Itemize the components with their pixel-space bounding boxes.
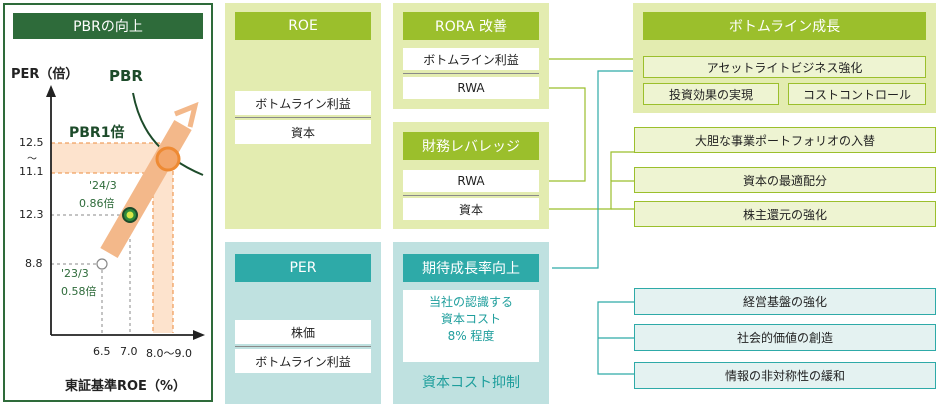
per-panel: PER 株価 ボトムライン利益 — [225, 242, 381, 404]
x-tick-6-5: 6.5 — [93, 345, 111, 358]
x-tick-7-0: 7.0 — [120, 345, 138, 358]
connector-capital-2 — [610, 151, 634, 181]
cost-text-2: 資本コスト — [440, 312, 501, 326]
pbr-curve — [132, 92, 204, 176]
cost-footer: 資本コスト抑制 — [422, 375, 520, 391]
growth-panel: 期待成長率向上 当社の認識する 資本コスト 8% 程度 資本コスト抑制 — [393, 242, 549, 404]
y-tick-12-5: 12.5 — [19, 136, 44, 149]
connector-growth — [552, 70, 643, 269]
pbr1-label: PBR1倍 — [69, 125, 125, 141]
point-2403-inner — [126, 211, 134, 219]
rora-fraction-line — [403, 73, 539, 74]
y-tick-11-1: 11.1 — [19, 165, 44, 178]
leverage-title: 財務レバレッジ — [403, 132, 539, 160]
cost-text-1: 当社の認識する — [428, 295, 513, 309]
chart-title: PBRの向上 — [13, 13, 203, 39]
rora-denominator: RWA — [403, 77, 539, 99]
point-2303 — [96, 258, 108, 270]
label-2403-value: 0.86倍 — [79, 197, 115, 210]
connector-capital — [540, 180, 634, 210]
leverage-fraction-line — [403, 195, 539, 196]
roe-denominator: 資本 — [235, 120, 371, 144]
pbr-chart-panel: PBRの向上 PER（ — [3, 3, 213, 402]
pbr-chart — [46, 85, 205, 340]
cost-control-item: コストコントロール — [788, 83, 926, 105]
label-2403-period: '24/3 — [89, 179, 117, 192]
growth-arrow-shaft — [100, 119, 192, 259]
roe-fraction-line — [235, 117, 371, 118]
rora-numerator: ボトムライン利益 — [403, 48, 539, 70]
y-axis-label: PER（倍） — [11, 67, 79, 82]
portfolio-item: 大胆な事業ポートフォリオの入替 — [634, 127, 936, 153]
growth-title: 期待成長率向上 — [403, 254, 539, 282]
y-tick-12-3: 12.3 — [19, 208, 44, 221]
x-axis-arrow — [193, 330, 205, 340]
rora-panel: RORA 改善 ボトムライン利益 RWA — [393, 3, 549, 109]
cost-of-capital-box: 当社の認識する 資本コスト 8% 程度 — [403, 290, 539, 362]
y-axis-arrow — [46, 85, 56, 97]
leverage-denominator: 資本 — [403, 198, 539, 220]
pbr-curve-label: PBR — [109, 67, 143, 85]
rora-title: RORA 改善 — [403, 12, 539, 40]
management-base-item: 経営基盤の強化 — [634, 288, 936, 315]
information-asymmetry-item: 情報の非対称性の緩和 — [634, 362, 936, 389]
connector-rwa — [540, 87, 586, 182]
label-2303-value: 0.58倍 — [61, 285, 97, 298]
y-tick-tilde: ～ — [27, 154, 37, 165]
roe-panel: ROE ボトムライン利益 資本 — [225, 3, 381, 229]
shareholder-return-item: 株主還元の強化 — [634, 201, 936, 227]
capital-allocation-item: 資本の最適配分 — [634, 167, 936, 193]
bottomline-panel: ボトムライン成長 アセットライトビジネス強化 投資効果の実現 コストコントロール — [633, 3, 936, 113]
label-2303-period: '23/3 — [61, 267, 89, 280]
point-target — [155, 146, 181, 172]
x-tick-8-9: 8.0～9.0 — [146, 347, 192, 360]
roe-numerator: ボトムライン利益 — [235, 91, 371, 115]
y-tick-8-8: 8.8 — [25, 257, 43, 270]
x-axis-label: 東証基準ROE（%） — [65, 379, 186, 394]
leverage-panel: 財務レバレッジ RWA 資本 — [393, 122, 549, 229]
roe-title: ROE — [235, 12, 371, 40]
roe-band-vertical — [153, 143, 173, 333]
cost-text-3: 8% 程度 — [447, 329, 495, 343]
social-value-item: 社会的価値の創造 — [634, 324, 936, 351]
growth-arrow-head — [174, 101, 199, 128]
leverage-numerator: RWA — [403, 170, 539, 192]
investment-effect-item: 投資効果の実現 — [643, 83, 779, 105]
asset-light-item: アセットライトビジネス強化 — [643, 56, 926, 78]
per-denominator: ボトムライン利益 — [235, 349, 371, 373]
per-numerator: 株価 — [235, 320, 371, 344]
per-title: PER — [235, 254, 371, 282]
bottomline-title: ボトムライン成長 — [643, 12, 926, 40]
per-fraction-line — [235, 346, 371, 347]
